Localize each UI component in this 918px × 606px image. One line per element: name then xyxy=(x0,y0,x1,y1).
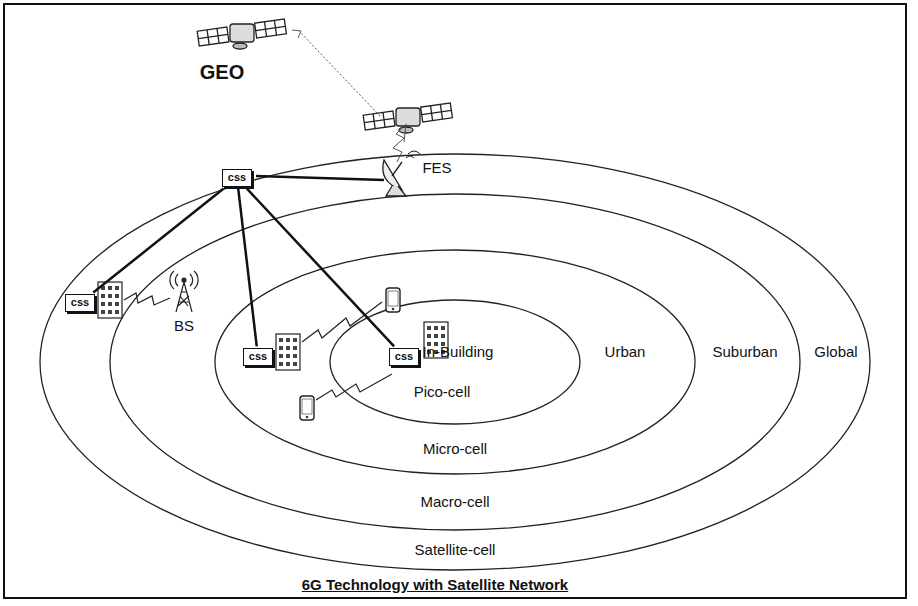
region-label: Suburban xyxy=(711,343,778,360)
satellites xyxy=(197,19,452,162)
backhaul-link xyxy=(93,189,223,293)
node-text: css xyxy=(249,350,267,363)
region-label: Satellite-cell xyxy=(414,541,497,558)
backhaul-link xyxy=(247,189,394,347)
uplink xyxy=(393,124,406,162)
region-label: Macro-cell xyxy=(419,493,490,510)
region-label: Pico-cell xyxy=(413,383,472,400)
buildings xyxy=(98,282,448,370)
orbit-label: GEO xyxy=(199,61,245,84)
region-label: FES xyxy=(421,159,452,176)
region-label: BS xyxy=(173,317,195,334)
coverage-rings xyxy=(40,154,870,570)
caption: 6G Technology with Satellite Network xyxy=(302,576,568,593)
css-box: css xyxy=(389,348,419,365)
region-label: Urban xyxy=(604,343,647,360)
node-text: css xyxy=(228,171,246,184)
inter-satellite-link xyxy=(300,32,380,116)
base-station xyxy=(170,271,198,312)
frame xyxy=(4,4,906,598)
phones xyxy=(300,288,400,420)
css-box: css xyxy=(222,169,252,186)
node-text: css xyxy=(395,350,413,363)
region-label: Global xyxy=(813,343,858,360)
css-box: css xyxy=(243,348,273,365)
region-label: Micro-cell xyxy=(422,440,488,457)
region-label: In-Building xyxy=(422,343,495,360)
css-fes-link xyxy=(256,176,384,180)
node-text: css xyxy=(71,296,89,309)
wireless-links xyxy=(124,293,392,400)
backhaul-link xyxy=(238,189,257,347)
css-box: css xyxy=(65,294,95,311)
fes-dish xyxy=(383,151,420,196)
